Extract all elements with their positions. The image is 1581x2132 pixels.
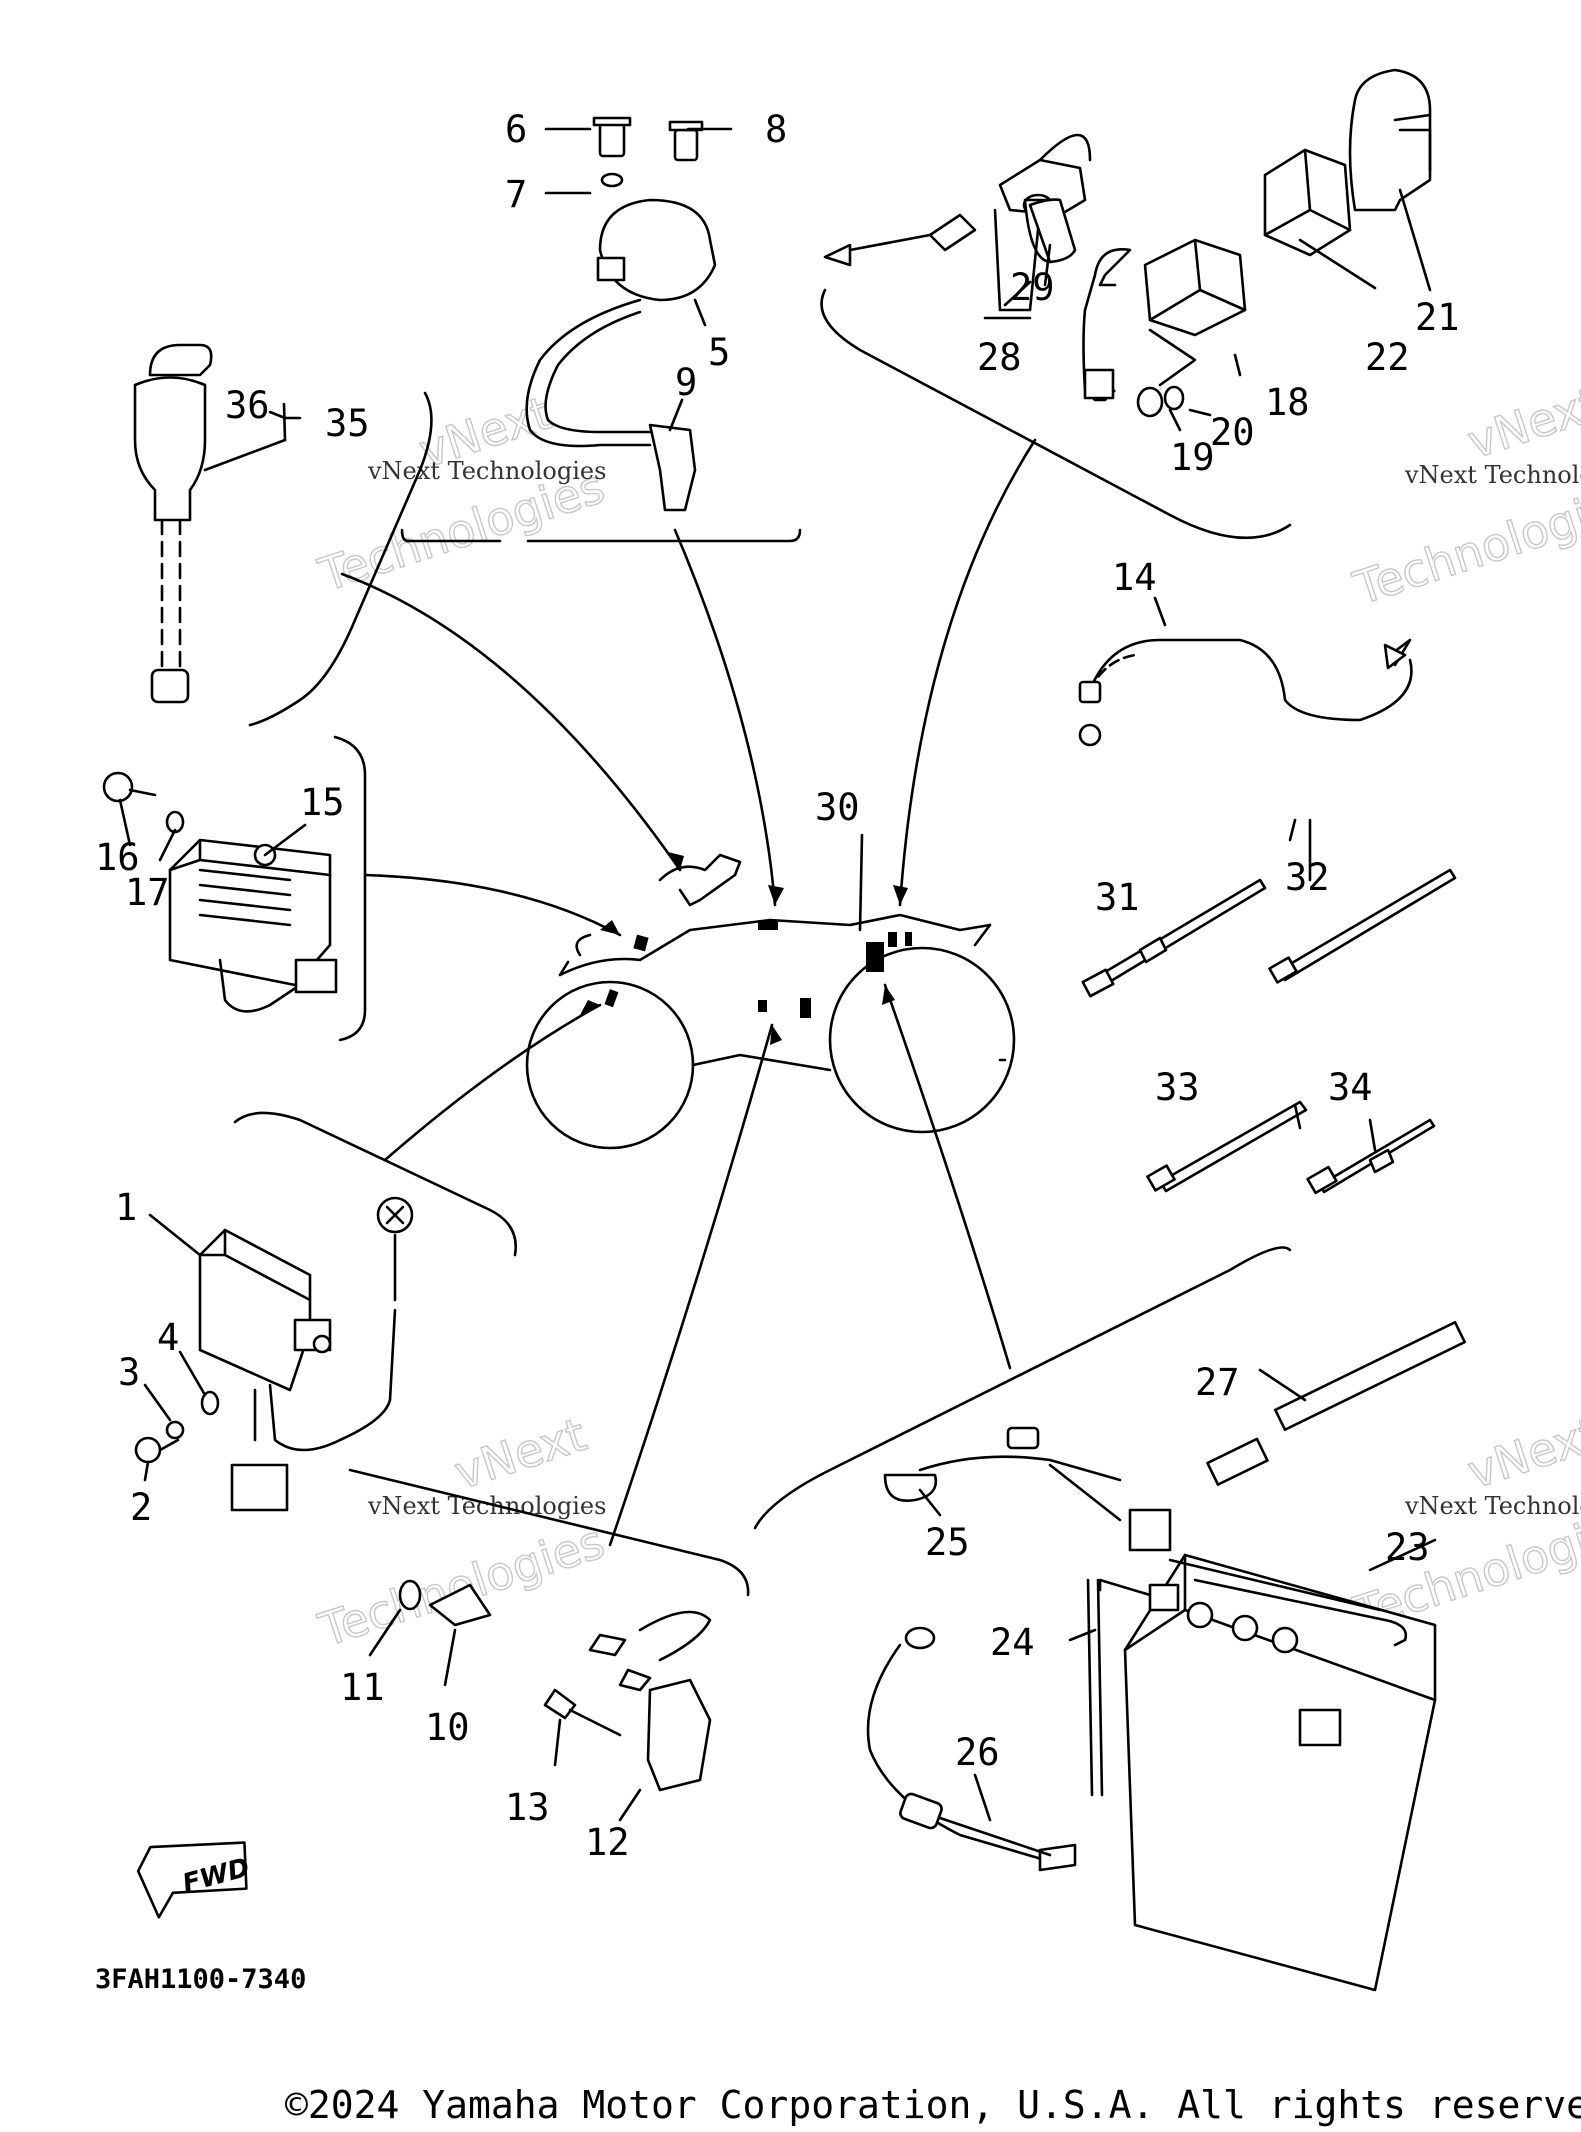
- watermark-vnext: vNext: [1461, 376, 1581, 469]
- part-label-30: 30: [815, 786, 860, 829]
- part-label-23: 23: [1385, 1526, 1430, 1569]
- watermark-vnext: vNext: [1461, 1406, 1581, 1499]
- part-label-29: 29: [1010, 266, 1055, 309]
- part-label-26: 26: [955, 1731, 1000, 1774]
- leader-arrows: [340, 438, 1037, 1547]
- part-label-13: 13: [505, 1786, 550, 1829]
- watermark-technologies: Technologies: [1347, 473, 1581, 616]
- cdi-unit: [134, 1196, 414, 1512]
- part-label-3: 3: [118, 1351, 140, 1394]
- part-label-17: 17: [125, 871, 170, 914]
- starter-relay-group: [823, 68, 1432, 418]
- battery-group: [866, 1320, 1467, 1992]
- part-label-22: 22: [1365, 336, 1410, 379]
- part-label-28: 28: [977, 336, 1022, 379]
- watermark-vnext: vNext: [448, 1407, 593, 1500]
- watermark-vnext-technologies: vNext Technologies: [367, 457, 606, 485]
- part-label-15: 15: [300, 781, 345, 824]
- watermark-vnext-technologies: vNext Technologies: [1404, 461, 1581, 489]
- fwd-arrow: FWD: [136, 1841, 253, 1919]
- part-label-32: 32: [1285, 856, 1330, 899]
- part-label-2: 2: [130, 1486, 152, 1529]
- part-label-9: 9: [675, 361, 697, 404]
- part-label-33: 33: [1155, 1066, 1200, 1109]
- part-label-4: 4: [157, 1316, 179, 1359]
- part-label-1: 1: [115, 1186, 137, 1229]
- part-label-27: 27: [1195, 1361, 1240, 1404]
- part-label-11: 11: [340, 1666, 385, 1709]
- watermark-technologies: Technologies: [312, 1514, 611, 1657]
- part-label-12: 12: [585, 1821, 630, 1864]
- part-label-6: 6: [505, 108, 527, 151]
- vehicle-silhouette: [525, 853, 1016, 1150]
- part-label-24: 24: [990, 1621, 1035, 1664]
- part-label-31: 31: [1095, 876, 1140, 919]
- part-label-36: 36: [225, 384, 270, 427]
- ignition-coil: [525, 116, 717, 512]
- cable-ties: [1081, 868, 1457, 1195]
- ignition-switch: [133, 343, 213, 704]
- part-label-10: 10: [425, 1706, 470, 1749]
- watermark-vnext-technologies: vNext Technologies: [1404, 1492, 1581, 1520]
- watermark-group: vNext Technologies vNext Technologies vN…: [311, 376, 1581, 1658]
- part-label-8: 8: [765, 108, 787, 151]
- part-label-20: 20: [1210, 411, 1255, 454]
- part-label-34: 34: [1328, 1066, 1373, 1109]
- watermark-vnext-technologies: vNext Technologies: [367, 1492, 606, 1520]
- part-label-19: 19: [1170, 436, 1215, 479]
- part-labels: 1 2 3 4 5 6 7 8 9 10 11 12 13 14 15 16 1…: [95, 108, 1460, 1864]
- part-label-16: 16: [95, 836, 140, 879]
- drawing-code: 3FAH1100-7340: [95, 1964, 306, 1995]
- wire-harness: [1078, 638, 1413, 747]
- part-label-25: 25: [925, 1521, 970, 1564]
- part-label-21: 21: [1415, 296, 1460, 339]
- part-label-5: 5: [708, 331, 730, 374]
- part-label-14: 14: [1112, 556, 1157, 599]
- part-label-7: 7: [505, 173, 527, 216]
- part-label-18: 18: [1265, 381, 1310, 424]
- part-label-35: 35: [325, 402, 370, 445]
- copyright-notice: ©2024 Yamaha Motor Corporation, U.S.A. A…: [285, 2083, 1581, 2127]
- switch-parts: [398, 1579, 712, 1792]
- group-brackets: [233, 288, 1292, 1597]
